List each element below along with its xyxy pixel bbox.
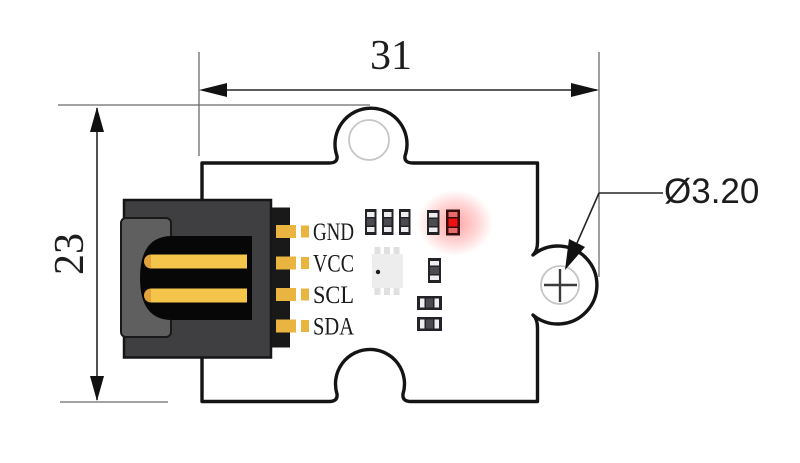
dimension-width-value: 31: [370, 33, 412, 79]
smd-resistor: [399, 209, 411, 235]
smd-led-red: [446, 209, 460, 236]
arrowhead-left-icon: [199, 83, 227, 97]
pin-label-sda: SDA: [313, 314, 354, 341]
grove-connector: [120, 198, 290, 359]
hole-diameter-value: Ø3.20: [664, 172, 759, 211]
pad-sda: [276, 319, 296, 333]
via-vcc: [301, 257, 309, 269]
smd-resistor: [417, 317, 442, 331]
arrowhead-down-icon: [90, 376, 104, 401]
arrowhead-up-icon: [90, 107, 104, 132]
smd-capacitor: [428, 258, 441, 283]
pad-scl: [276, 288, 296, 301]
hole-diameter-callout: Ø3.20: [565, 172, 759, 270]
smd-resistor: [417, 296, 442, 310]
connector-cavity: [140, 236, 252, 320]
smd-resistor: [382, 209, 394, 235]
connector-pin: [144, 288, 247, 303]
right-hole-crosshair-icon: [544, 269, 577, 302]
arrowhead-right-icon: [571, 83, 599, 97]
via-scl: [301, 288, 309, 301]
via-sda: [301, 320, 309, 332]
smd-resistor: [427, 210, 440, 235]
smd-resistor: [365, 209, 377, 235]
leader-arrowhead-icon: [565, 239, 585, 270]
pin-label-gnd: GND: [313, 219, 354, 246]
pin-label-vcc: VCC: [313, 251, 354, 278]
dimension-height-value: 23: [47, 233, 93, 275]
ic-chip: [372, 247, 403, 295]
top-mounting-hole: [348, 119, 390, 161]
dimension-height: 23: [47, 104, 370, 403]
solder-pads: [276, 225, 309, 333]
chip-pin1-dot: [375, 269, 381, 275]
pad-vcc: [276, 256, 296, 270]
via-gnd: [301, 225, 309, 238]
pad-gnd: [276, 225, 296, 238]
pin-label-scl: SCL: [313, 282, 354, 309]
dimension-width: 31: [198, 33, 600, 277]
connector-pin: [144, 254, 247, 269]
